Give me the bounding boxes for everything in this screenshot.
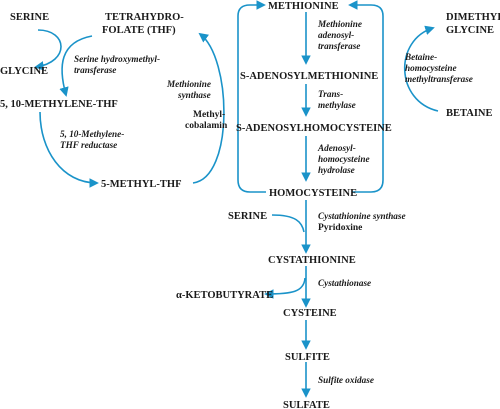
node-methyl-thf: 5-METHYL-THF — [101, 179, 182, 190]
enzyme-shmt-line2: transferase — [74, 65, 116, 75]
enzyme-shmt-line1: Serine hydroxymethyl- — [74, 54, 160, 64]
enzyme-bhmt-line3: methyltransferase — [405, 74, 473, 84]
methylene-thf-to-methyl-thf-arrow — [39, 111, 99, 188]
enzyme-mthfr-line1: 5, 10-Methylene- — [60, 129, 124, 139]
node-thf-line1: TETRAHYDRO- — [105, 12, 184, 23]
node-dimethylglycine-line1: DIMETHYL- — [446, 12, 500, 23]
node-thf-line2: FOLATE (THF) — [102, 25, 176, 36]
enzyme-cystathionase: Cystathionase — [318, 278, 371, 288]
node-cysteine: CYSTEINE — [283, 308, 337, 319]
cofactor-methylcobalamin-line2: cobalamin — [185, 121, 228, 131]
node-sulfate: SULFATE — [283, 400, 330, 409]
enzyme-bhmt-line2: homocysteine — [405, 63, 457, 73]
enzyme-transmethylase-line1: Trans- — [318, 89, 343, 99]
enzyme-cystathionine-synthase: Cystathionine synthase — [318, 211, 406, 221]
cofactor-pyridoxine: Pyridoxine — [318, 223, 362, 233]
node-serine-transsulfuration: SERINE — [228, 211, 267, 222]
node-glycine: GLYCINE — [0, 66, 48, 77]
enzyme-mthfr-line2: THF reductase — [60, 140, 117, 150]
enzyme-sah-hydrolase-line3: hydrolase — [318, 165, 355, 175]
methyl-thf-to-thf-arrow — [192, 32, 225, 184]
enzyme-transmethylase-line2: methylase — [318, 100, 356, 110]
enzyme-methionine-synthase-line2: synthase — [177, 90, 211, 100]
homocysteine-to-methionine-left-arrow — [237, 0, 266, 193]
thf-to-methylene-thf-arrow — [59, 35, 93, 97]
enzyme-sulfite-oxidase: Sulfite oxidase — [318, 375, 374, 385]
node-alpha-ketobutyrate: α-KETOBUTYRATE — [176, 290, 273, 301]
betaine-to-dimethylglycine-arrow — [403, 25, 439, 112]
node-methionine: METHIONINE — [268, 1, 339, 12]
enzyme-mat-line3: transferase — [318, 41, 360, 51]
enzyme-methionine-synthase-line1: Methionine — [166, 79, 211, 89]
cystathionine-to-ketobutyrate-arrow — [264, 277, 306, 299]
serine-to-cystathionine-arrow — [271, 214, 305, 233]
node-betaine: BETAINE — [446, 108, 493, 119]
enzyme-sah-hydrolase-line2: homocysteine — [318, 154, 370, 164]
node-sam: S-ADENOSYLMETHIONINE — [240, 71, 378, 82]
node-methylene-thf: 5, 10-METHYLENE-THF — [0, 99, 118, 110]
node-homocysteine: HOMOCYSTEINE — [269, 188, 357, 199]
enzyme-mat-line2: adenosyl- — [318, 30, 354, 40]
serine-to-glycine-arrow — [34, 29, 62, 71]
homocysteine-to-methionine-right-arrow — [348, 0, 384, 193]
node-sulfite: SULFITE — [285, 352, 330, 363]
node-dimethylglycine-line2: GLYCINE — [446, 25, 494, 36]
enzyme-bhmt-line1: Betaine- — [404, 52, 437, 62]
node-cystathionine: CYSTATHIONINE — [268, 255, 356, 266]
cofactor-methylcobalamin-line1: Methyl- — [193, 110, 225, 120]
node-serine-folate: SERINE — [10, 12, 49, 23]
enzyme-sah-hydrolase-line1: Adenosyl- — [317, 143, 356, 153]
node-sah: S-ADENOSYLHOMOCYSTEINE — [236, 123, 392, 134]
enzyme-mat-line1: Methionine — [317, 19, 362, 29]
